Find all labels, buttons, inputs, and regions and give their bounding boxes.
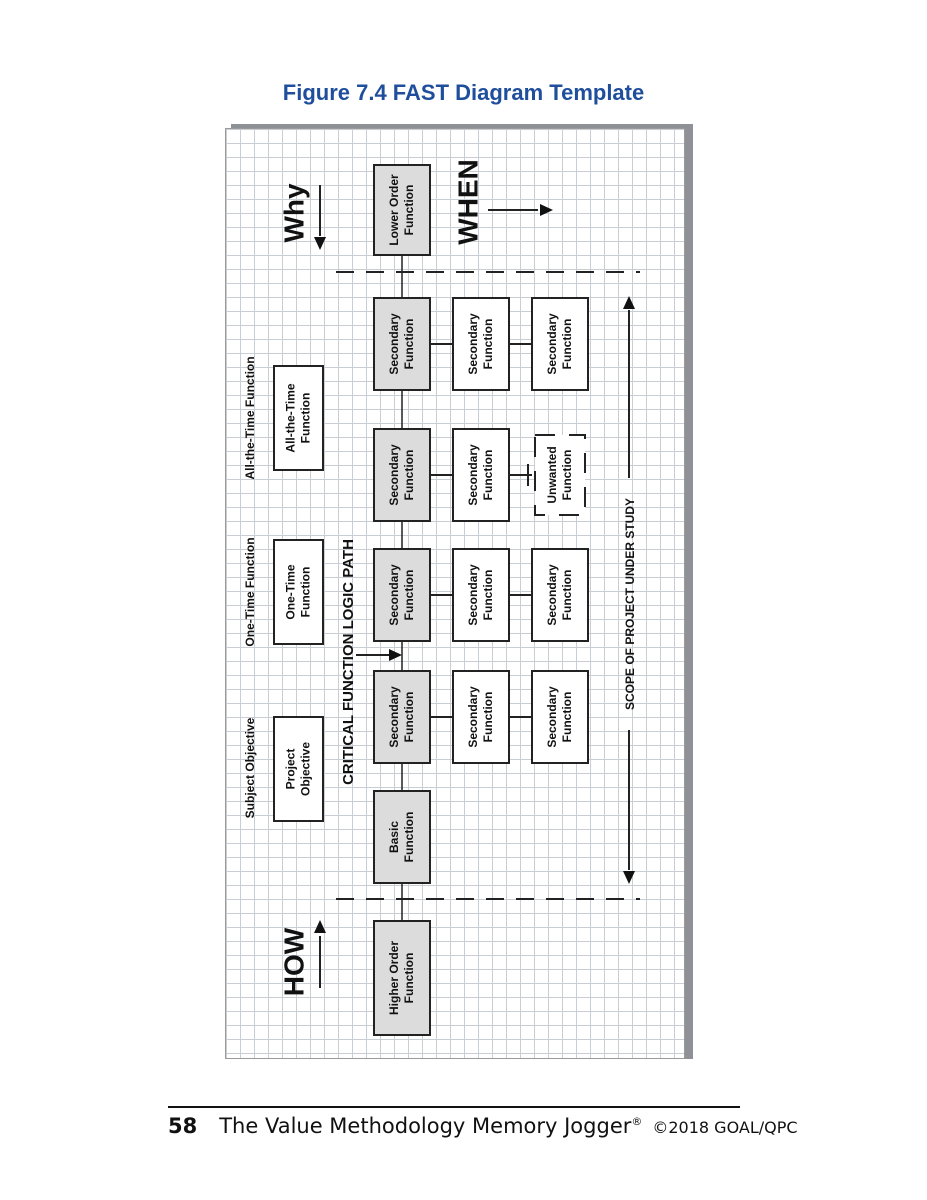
secondary-function-box-2-1-label-1: Secondary bbox=[387, 444, 401, 506]
unwanted-function-box bbox=[534, 434, 586, 516]
unwanted-function-box-label-1: Unwanted bbox=[545, 446, 559, 503]
how-arrowhead bbox=[314, 920, 326, 933]
critical-path-label: CRITICAL FUNCTION LOGIC PATH bbox=[340, 539, 357, 785]
copyright-notice: ©2018 GOAL/QPC bbox=[652, 1118, 798, 1137]
all-time-category-label: All-the-Time Function bbox=[243, 356, 257, 479]
scope-label: SCOPE OF PROJECT UNDER STUDY bbox=[623, 498, 637, 710]
footer-rule bbox=[168, 1106, 740, 1108]
secondary-function-box-1-1-label-1: Secondary bbox=[387, 313, 401, 375]
secondary-function-box-4-1-label-1: Secondary bbox=[387, 686, 401, 748]
secondary-function-box-3-3-label-1: Secondary bbox=[545, 564, 559, 626]
secondary-function-box-1-2-label-2: Function bbox=[481, 319, 495, 370]
secondary-function-box-3-1-label-2: Function bbox=[402, 570, 416, 621]
secondary-function-box-2-2 bbox=[452, 428, 510, 522]
why-label: Why bbox=[278, 183, 309, 243]
secondary-function-box-4-1-label-2: Function bbox=[402, 692, 416, 743]
basic-function-box-label-2: Function bbox=[402, 812, 416, 863]
secondary-function-box-2-1-label-2: Function bbox=[402, 450, 416, 501]
scope-arrowhead-top bbox=[623, 296, 635, 309]
secondary-function-box-3-3 bbox=[531, 548, 589, 642]
when-label: WHEN bbox=[452, 159, 483, 245]
secondary-function-box-2-2-label-2: Function bbox=[481, 450, 495, 501]
lower-order-function-box-label-1: Lower Order bbox=[387, 174, 401, 246]
secondary-function-box-4-2-label-2: Function bbox=[481, 692, 495, 743]
secondary-function-box-1-3-label-1: Secondary bbox=[545, 313, 559, 375]
one-time-category-label: One-Time Function bbox=[243, 537, 257, 646]
secondary-function-box-3-2-label-1: Secondary bbox=[466, 564, 480, 626]
secondary-function-box-4-3-label-2: Function bbox=[560, 692, 574, 743]
secondary-function-box-1-2 bbox=[452, 297, 510, 391]
unwanted-function-box-label-2: Function bbox=[560, 450, 574, 501]
secondary-function-box-3-1-label-1: Secondary bbox=[387, 564, 401, 626]
basic-function-box-label-1: Basic bbox=[387, 821, 401, 853]
secondary-function-box-4-3 bbox=[531, 670, 589, 764]
higher-order-function-box-label-2: Function bbox=[402, 953, 416, 1004]
why-arrowhead bbox=[314, 237, 326, 250]
higher-order-function-box bbox=[373, 920, 431, 1036]
when-arrowhead bbox=[540, 204, 553, 216]
secondary-function-box-1-1-label-2: Function bbox=[402, 319, 416, 370]
all-time-function-box bbox=[273, 365, 324, 471]
scope-arrowhead-bottom bbox=[623, 871, 635, 884]
registered-mark: ® bbox=[631, 1115, 643, 1128]
one-time-function-box bbox=[273, 539, 324, 645]
secondary-function-box-2-2-label-1: Secondary bbox=[466, 444, 480, 506]
page-number: 58 bbox=[168, 1114, 198, 1138]
subject-objective-category-label: Subject Objective bbox=[243, 717, 257, 818]
all-time-function-box-label-2: Function bbox=[299, 393, 313, 444]
secondary-function-box-1-2-label-1: Secondary bbox=[466, 313, 480, 375]
secondary-function-box-4-2-label-1: Secondary bbox=[466, 686, 480, 748]
one-time-function-box-label-2: Function bbox=[299, 567, 313, 618]
secondary-function-box-3-3-label-2: Function bbox=[560, 570, 574, 621]
secondary-function-box-1-3-label-2: Function bbox=[560, 319, 574, 370]
secondary-function-box-4-3-label-1: Secondary bbox=[545, 686, 559, 748]
higher-order-function-box-label-1: Higher Order bbox=[387, 941, 401, 1015]
basic-function-box bbox=[373, 790, 431, 884]
secondary-function-box-2-1 bbox=[373, 428, 431, 522]
secondary-function-box-1-3 bbox=[531, 297, 589, 391]
project-objective-box-label-1: Project bbox=[284, 749, 298, 790]
how-label: HOW bbox=[278, 927, 309, 996]
lower-order-function-box bbox=[373, 164, 431, 256]
lower-order-function-box-label-2: Function bbox=[402, 185, 416, 236]
figure-title: Figure 7.4 FAST Diagram Template bbox=[282, 80, 645, 105]
project-objective-box-label-2: Objective bbox=[299, 742, 313, 796]
all-time-function-box-label-1: All-the-Time bbox=[284, 383, 298, 452]
secondary-function-box-3-1 bbox=[373, 548, 431, 642]
secondary-function-box-4-2 bbox=[452, 670, 510, 764]
secondary-function-box-3-2-label-2: Function bbox=[481, 570, 495, 621]
critical-path-arrowhead bbox=[389, 649, 402, 661]
book-title: The Value Methodology Memory Jogger bbox=[219, 1114, 632, 1138]
project-objective-box bbox=[273, 716, 324, 822]
secondary-function-box-3-2 bbox=[452, 548, 510, 642]
secondary-function-box-1-1 bbox=[373, 297, 431, 391]
secondary-function-box-4-1 bbox=[373, 670, 431, 764]
one-time-function-box-label-1: One-Time bbox=[284, 564, 298, 619]
page-footer: 58 The Value Methodology Memory Jogger® ©2… bbox=[168, 1114, 798, 1138]
